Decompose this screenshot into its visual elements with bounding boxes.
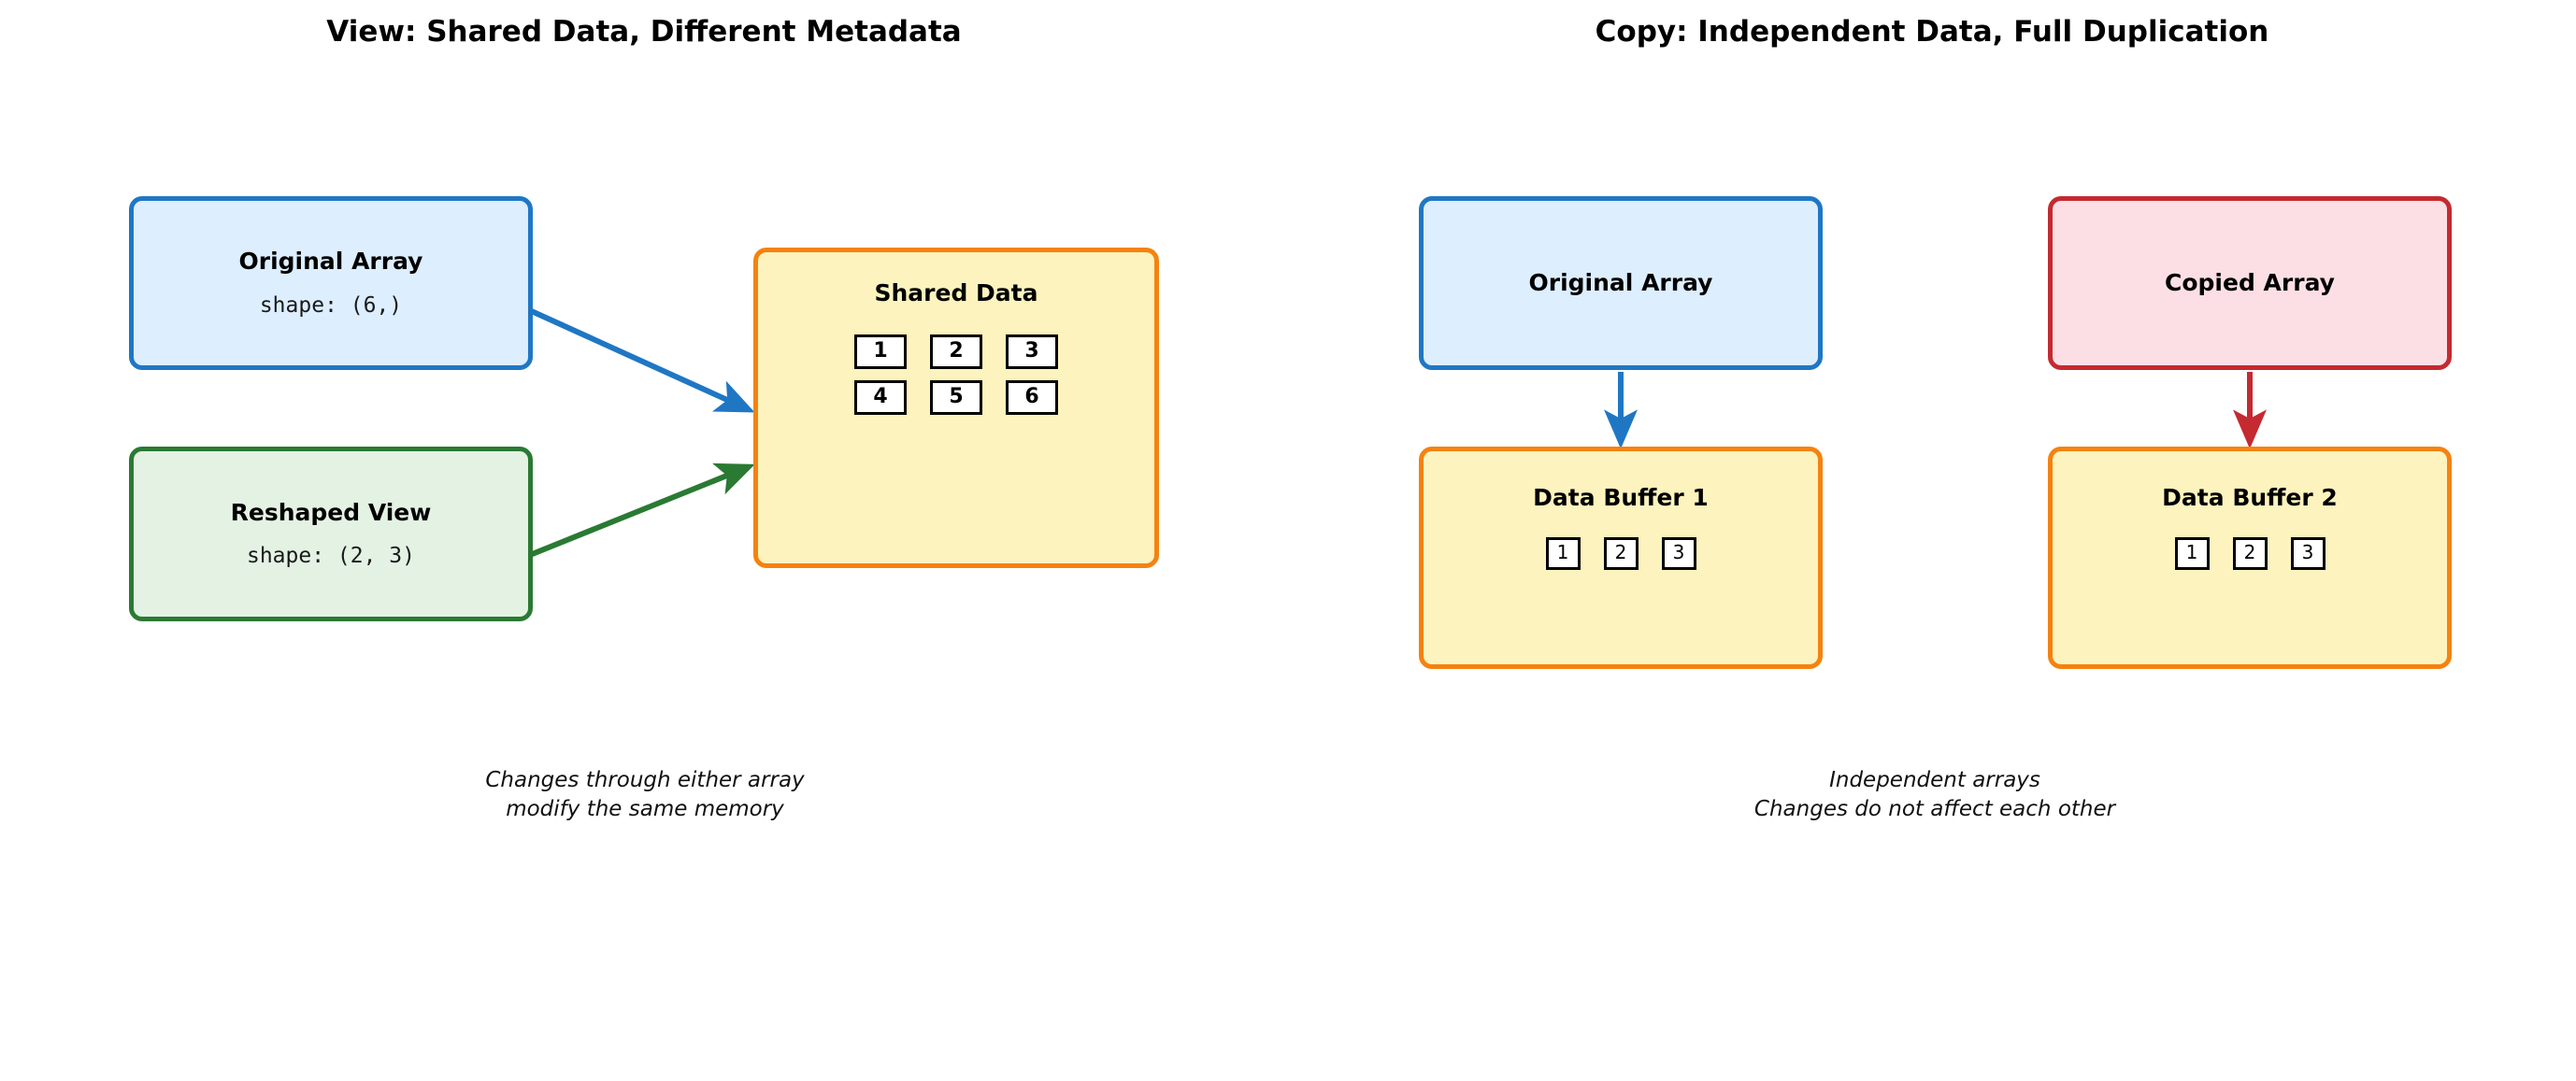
memory-cell: 2 [1603,536,1639,570]
memory-cell: 6 [1006,379,1058,415]
memory-cell: 1 [1545,536,1581,570]
right-panel-caption: Independent arrays Changes do not affect… [1753,768,2116,821]
memory-cell: 3 [1006,334,1058,369]
memory-cell: 5 [930,379,982,415]
node-title: Copied Array [2165,269,2335,297]
node-shape-label: shape: (2, 3) [246,544,415,569]
node-title: Reshaped View [230,498,432,526]
memory-cell: 4 [854,379,907,415]
node-original-array-right[interactable]: Original Array [1419,196,1823,370]
memory-cell: 3 [1661,536,1696,570]
node-title: Data Buffer 2 [2162,484,2338,511]
memory-cell: 2 [2232,536,2268,570]
left-panel-caption: Changes through either array modify the … [485,768,805,821]
node-title: Data Buffer 1 [1533,484,1709,511]
data-buffer-2-cells: 1 2 3 [2174,536,2326,570]
arrow-reshaped-to-shared [523,462,755,560]
node-original-array-left[interactable]: Original Array shape: (6,) [129,196,533,370]
node-title: Original Array [238,248,423,276]
shared-data-row-0: 1 2 3 [854,334,1058,369]
right-panel-title: Copy: Independent Data, Full Duplication [1595,15,2269,49]
node-reshaped-view[interactable]: Reshaped View shape: (2, 3) [129,447,533,621]
data-buffer-1-cells: 1 2 3 [1545,536,1696,570]
node-title: Original Array [1528,269,1713,297]
node-shape-label: shape: (6,) [259,292,403,318]
node-shared-data[interactable]: Shared Data 1 2 3 4 5 6 [753,248,1159,568]
shared-data-row-1: 4 5 6 [854,379,1058,415]
arrow-original-to-shared [523,306,755,413]
memory-cell: 2 [930,334,982,369]
memory-cell: 1 [854,334,907,369]
left-panel-title: View: Shared Data, Different Metadata [326,15,962,49]
node-title: Shared Data [874,279,1038,306]
node-data-buffer-2[interactable]: Data Buffer 2 1 2 3 [2048,447,2452,669]
node-copied-array[interactable]: Copied Array [2048,196,2452,370]
memory-cell: 1 [2174,536,2210,570]
memory-cell: 3 [2290,536,2326,570]
node-data-buffer-1[interactable]: Data Buffer 1 1 2 3 [1419,447,1823,669]
shared-data-grid: 1 2 3 4 5 6 [854,334,1058,415]
